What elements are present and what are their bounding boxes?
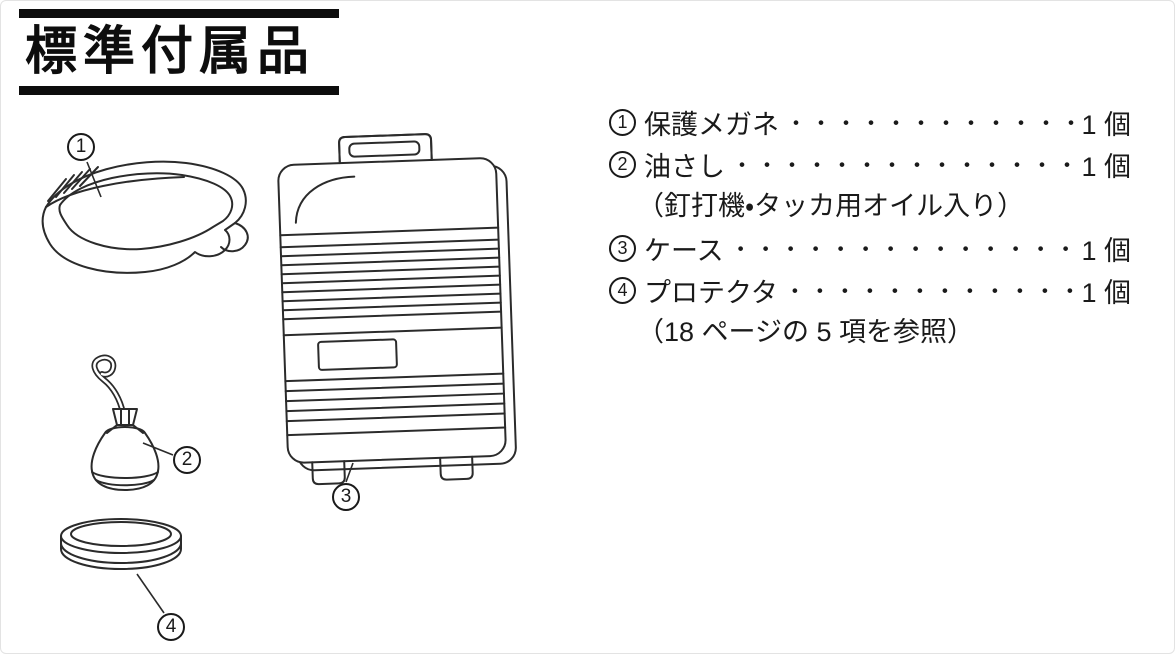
accessory-row-glasses: 1 保護メガネ ・・・・・・・・・・・・・・・・・・・・・・・・ 1 個 (609, 101, 1131, 143)
oil-can-icon (90, 354, 160, 491)
safety-glasses-illustration (16, 127, 256, 337)
leader-dots: ・・・・・・・・・・・・・・・・・・・・・・・・ (783, 279, 1076, 304)
accessory-row-case: 3 ケース ・・・・・・・・・・・・・・・・・・・・・・・・ 1 個 (609, 227, 1131, 269)
page-title-block: 標準付属品 (19, 9, 341, 95)
accessory-row-oiler: 2 油さし ・・・・・・・・・・・・・・・・・・・・・・・・ 1 個 (609, 143, 1131, 185)
title-rule-top (19, 9, 339, 18)
item-number-badge: 4 (609, 276, 636, 304)
item-number-badge: 1 (609, 108, 636, 136)
accessory-name: 油さし (644, 151, 725, 182)
item-number-badge: 2 (609, 150, 636, 178)
accessory-name: ケース (644, 235, 724, 266)
accessory-quantity: 1 個 (1081, 151, 1131, 182)
leader-dots: ・・・・・・・・・・・・・・・・・・・・・・・・ (785, 111, 1076, 136)
callout-number-2: 2 (173, 446, 201, 474)
title-rule-bottom (19, 86, 339, 95)
protector-illustration (53, 509, 193, 594)
callout-number-1: 1 (67, 133, 95, 161)
carrying-case-icon (277, 133, 517, 486)
accessory-quantity: 1 個 (1081, 235, 1131, 266)
item-number-badge: 3 (609, 234, 636, 262)
accessory-quantity: 1 個 (1081, 109, 1131, 140)
accessories-list: 1 保護メガネ ・・・・・・・・・・・・・・・・・・・・・・・・ 1 個 2 油… (609, 101, 1131, 353)
page-title: 標準付属品 (25, 23, 316, 81)
accessory-note-oiler: （釘打機・タッカ用オイル入り） (637, 191, 1025, 221)
accessory-name: プロテクタ (644, 277, 778, 308)
accessory-quantity: 1 個 (1081, 277, 1131, 308)
accessory-note-protector: （18 ページの 5 項を参照） (637, 317, 975, 347)
callout-number-3: 3 (332, 483, 360, 511)
leader-dots: ・・・・・・・・・・・・・・・・・・・・・・・・ (731, 153, 1075, 178)
accessory-name: 保護メガネ (644, 109, 779, 140)
carrying-case-illustration (259, 131, 549, 493)
protector-icon (60, 518, 182, 570)
safety-glasses-icon (41, 160, 249, 274)
callout-number-4: 4 (157, 613, 185, 641)
oil-can-illustration (63, 353, 183, 503)
leader-dots: ・・・・・・・・・・・・・・・・・・・・・・・・ (729, 237, 1076, 262)
accessory-row-protector: 4 プロテクタ ・・・・・・・・・・・・・・・・・・・・・・・・ 1 個 (609, 269, 1131, 311)
